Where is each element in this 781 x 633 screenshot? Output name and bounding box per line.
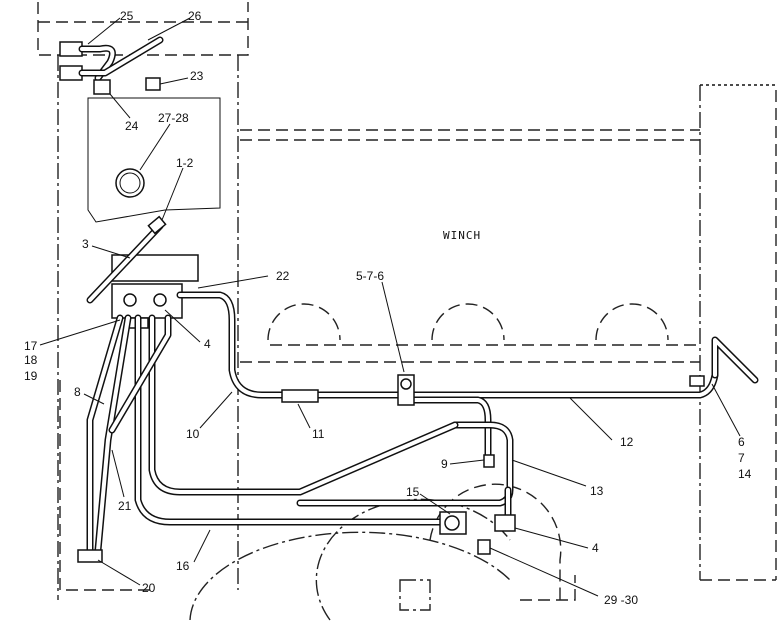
callout-27-28: 27-28 [158,111,189,125]
callout-7: 7 [738,451,745,465]
callout-29-30: 29 -30 [604,593,638,607]
callout-4-lower: 4 [592,541,599,555]
callout-14: 14 [738,467,752,481]
callout-23: 23 [190,69,204,83]
callout-5-7-6: 5-7-6 [356,269,384,283]
callout-4-upper: 4 [204,337,211,351]
callout-16: 16 [176,559,190,573]
callout-9: 9 [441,457,448,471]
leader-lines [39,17,741,597]
callout-12: 12 [620,435,634,449]
callout-24: 24 [125,119,139,133]
callout-22: 22 [276,269,290,283]
callout-18: 18 [24,353,38,367]
callout-11: 11 [312,427,325,441]
callout-6: 6 [738,435,745,449]
callout-21: 21 [118,499,132,513]
callout-25: 25 [120,9,134,23]
callout-20: 20 [142,581,156,595]
callout-26: 26 [188,9,202,23]
frame-outlines [37,2,777,621]
callout-3: 3 [82,237,89,251]
callout-17: 17 [24,339,38,353]
hose-runs [86,291,759,554]
callout-15: 15 [406,485,420,499]
callout-19: 19 [24,369,38,383]
valve-block [86,215,199,329]
fittings [77,374,705,563]
callout-1-2: 1-2 [176,156,194,170]
winch-label: WINCH [443,229,481,242]
callout-8: 8 [74,385,81,399]
callout-labels: 25 26 23 24 27-28 1-2 3 22 5-7-6 17 18 1… [24,9,752,607]
callout-10: 10 [186,427,200,441]
callout-13: 13 [590,484,604,498]
upper-fittings [59,36,164,198]
